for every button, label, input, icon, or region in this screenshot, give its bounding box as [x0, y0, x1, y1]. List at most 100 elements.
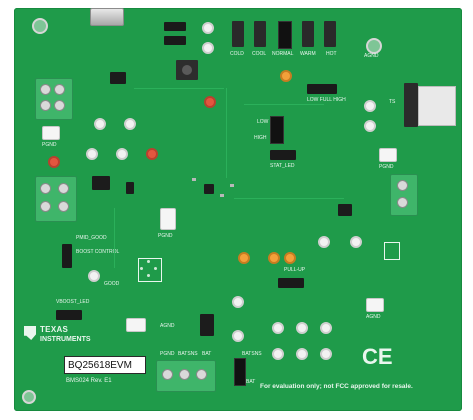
vboost-led-header[interactable]: [56, 310, 82, 320]
test-point: [94, 118, 106, 130]
ce-mark: CE: [362, 344, 393, 369]
terminal-screw[interactable]: [58, 183, 69, 194]
jumper-header[interactable]: [164, 22, 186, 31]
test-point: [272, 322, 284, 334]
inductor: [92, 176, 110, 190]
test-point: [296, 322, 308, 334]
label-low: LOW: [257, 119, 269, 125]
test-point: [116, 148, 128, 160]
label-low-full-high: LOW FULL HIGH: [307, 97, 346, 103]
footprint-dot: [147, 260, 150, 263]
led-orange: [238, 252, 250, 264]
pgnd-pad-center: [160, 208, 176, 230]
fcc-notice: For evaluation only; not FCC approved fo…: [260, 383, 413, 390]
stat-led-header[interactable]: [270, 150, 296, 160]
label-pgnd-left: PGND: [42, 142, 57, 148]
terminal-screw[interactable]: [397, 180, 408, 191]
smd-component: [230, 184, 234, 187]
label-agnd-top: AGND: [364, 53, 379, 59]
label-pull-up: PULL-UP: [284, 267, 306, 273]
agnd-pad-right: [366, 298, 384, 312]
product-label: BQ25618EVM: [64, 356, 146, 374]
terminal-screw[interactable]: [196, 369, 207, 380]
ts-select-header[interactable]: [232, 21, 244, 47]
label-agnd-bottom: AGND: [160, 323, 175, 329]
screw-terminal-battery: [390, 174, 418, 216]
terminal-screw[interactable]: [40, 100, 51, 111]
test-point: [86, 148, 98, 160]
evm-circuit-board: COLD COOL NORMAL WARM HOT AGND LOW FULL …: [14, 8, 462, 411]
pcb-trace: [226, 88, 227, 178]
charge-current-jumper[interactable]: [270, 116, 284, 144]
label-agnd-right: AGND: [366, 314, 381, 320]
test-point: [272, 348, 284, 360]
label-bat-jumper: BAT: [246, 379, 256, 385]
label-bat: BAT: [202, 351, 212, 357]
pull-up-header[interactable]: [278, 278, 304, 288]
ts-select-header[interactable]: [254, 21, 266, 47]
label-cold: COLD: [230, 51, 244, 57]
test-point: [296, 348, 308, 360]
ts-select-header[interactable]: [324, 21, 336, 47]
test-point: [202, 42, 214, 54]
smd-component: [220, 194, 224, 197]
ilim-select-header[interactable]: [307, 84, 337, 94]
terminal-screw[interactable]: [40, 201, 51, 212]
label-stat-led: STAT_LED: [270, 163, 295, 169]
label-pgnd-bot: PGND: [160, 351, 175, 357]
terminal-screw[interactable]: [54, 100, 65, 111]
push-button-cap[interactable]: [182, 65, 192, 75]
test-point: [232, 296, 244, 308]
terminal-screw[interactable]: [179, 369, 190, 380]
pgnd-pad-left: [42, 126, 60, 140]
batsns-jumper[interactable]: [234, 358, 246, 386]
terminal-screw[interactable]: [54, 84, 65, 95]
test-point: [232, 330, 244, 342]
mounting-hole: [366, 38, 382, 54]
test-point: [202, 22, 214, 34]
smd-component: [192, 178, 196, 181]
label-pgnd-right: PGND: [379, 164, 394, 170]
label-normal: NORMAL: [272, 51, 294, 57]
led-red: [146, 148, 158, 160]
label-warm: WARM: [300, 51, 316, 57]
label-hot: HOT: [326, 51, 337, 57]
label-ts: TS: [389, 99, 396, 105]
agnd-pad-bottom: [126, 318, 146, 332]
side-pin-header[interactable]: [404, 83, 418, 127]
test-point: [318, 236, 330, 248]
test-point: [124, 118, 136, 130]
label-high: HIGH: [254, 135, 267, 141]
charger-ic: [204, 184, 214, 194]
terminal-screw[interactable]: [397, 197, 408, 208]
test-point: [350, 236, 362, 248]
label-pmid-good: PMID_GOOD: [76, 235, 107, 241]
jumper-header[interactable]: [164, 36, 186, 45]
side-pin-header-housing: [418, 86, 456, 126]
terminal-screw[interactable]: [58, 201, 69, 212]
board-revision: BMS024 Rev. E1: [66, 378, 112, 384]
ts-select-header[interactable]: [302, 21, 314, 47]
led-red: [204, 96, 216, 108]
ti-brand-line1: TEXAS: [40, 325, 69, 334]
boost-control-header[interactable]: [62, 244, 72, 268]
terminal-screw[interactable]: [162, 369, 173, 380]
mounting-hole: [32, 18, 48, 34]
footprint-dot: [154, 267, 157, 270]
terminal-screw[interactable]: [40, 84, 51, 95]
mounting-hole: [22, 390, 36, 404]
label-cool: COOL: [252, 51, 267, 57]
weee-symbol: [384, 242, 400, 260]
terminal-screw[interactable]: [40, 183, 51, 194]
ts-jumper-shunt[interactable]: [278, 21, 292, 49]
ti-logo-icon: [24, 326, 36, 340]
label-vboost-led: VBOOST_LED: [56, 299, 90, 305]
led-red: [48, 156, 60, 168]
pcb-trace: [114, 208, 115, 268]
footprint-dot: [140, 267, 143, 270]
mosfet-chip: [110, 72, 126, 84]
pgnd-pad-right: [379, 148, 397, 162]
usb-connector: [90, 8, 124, 26]
led-orange: [268, 252, 280, 264]
test-point: [88, 270, 100, 282]
